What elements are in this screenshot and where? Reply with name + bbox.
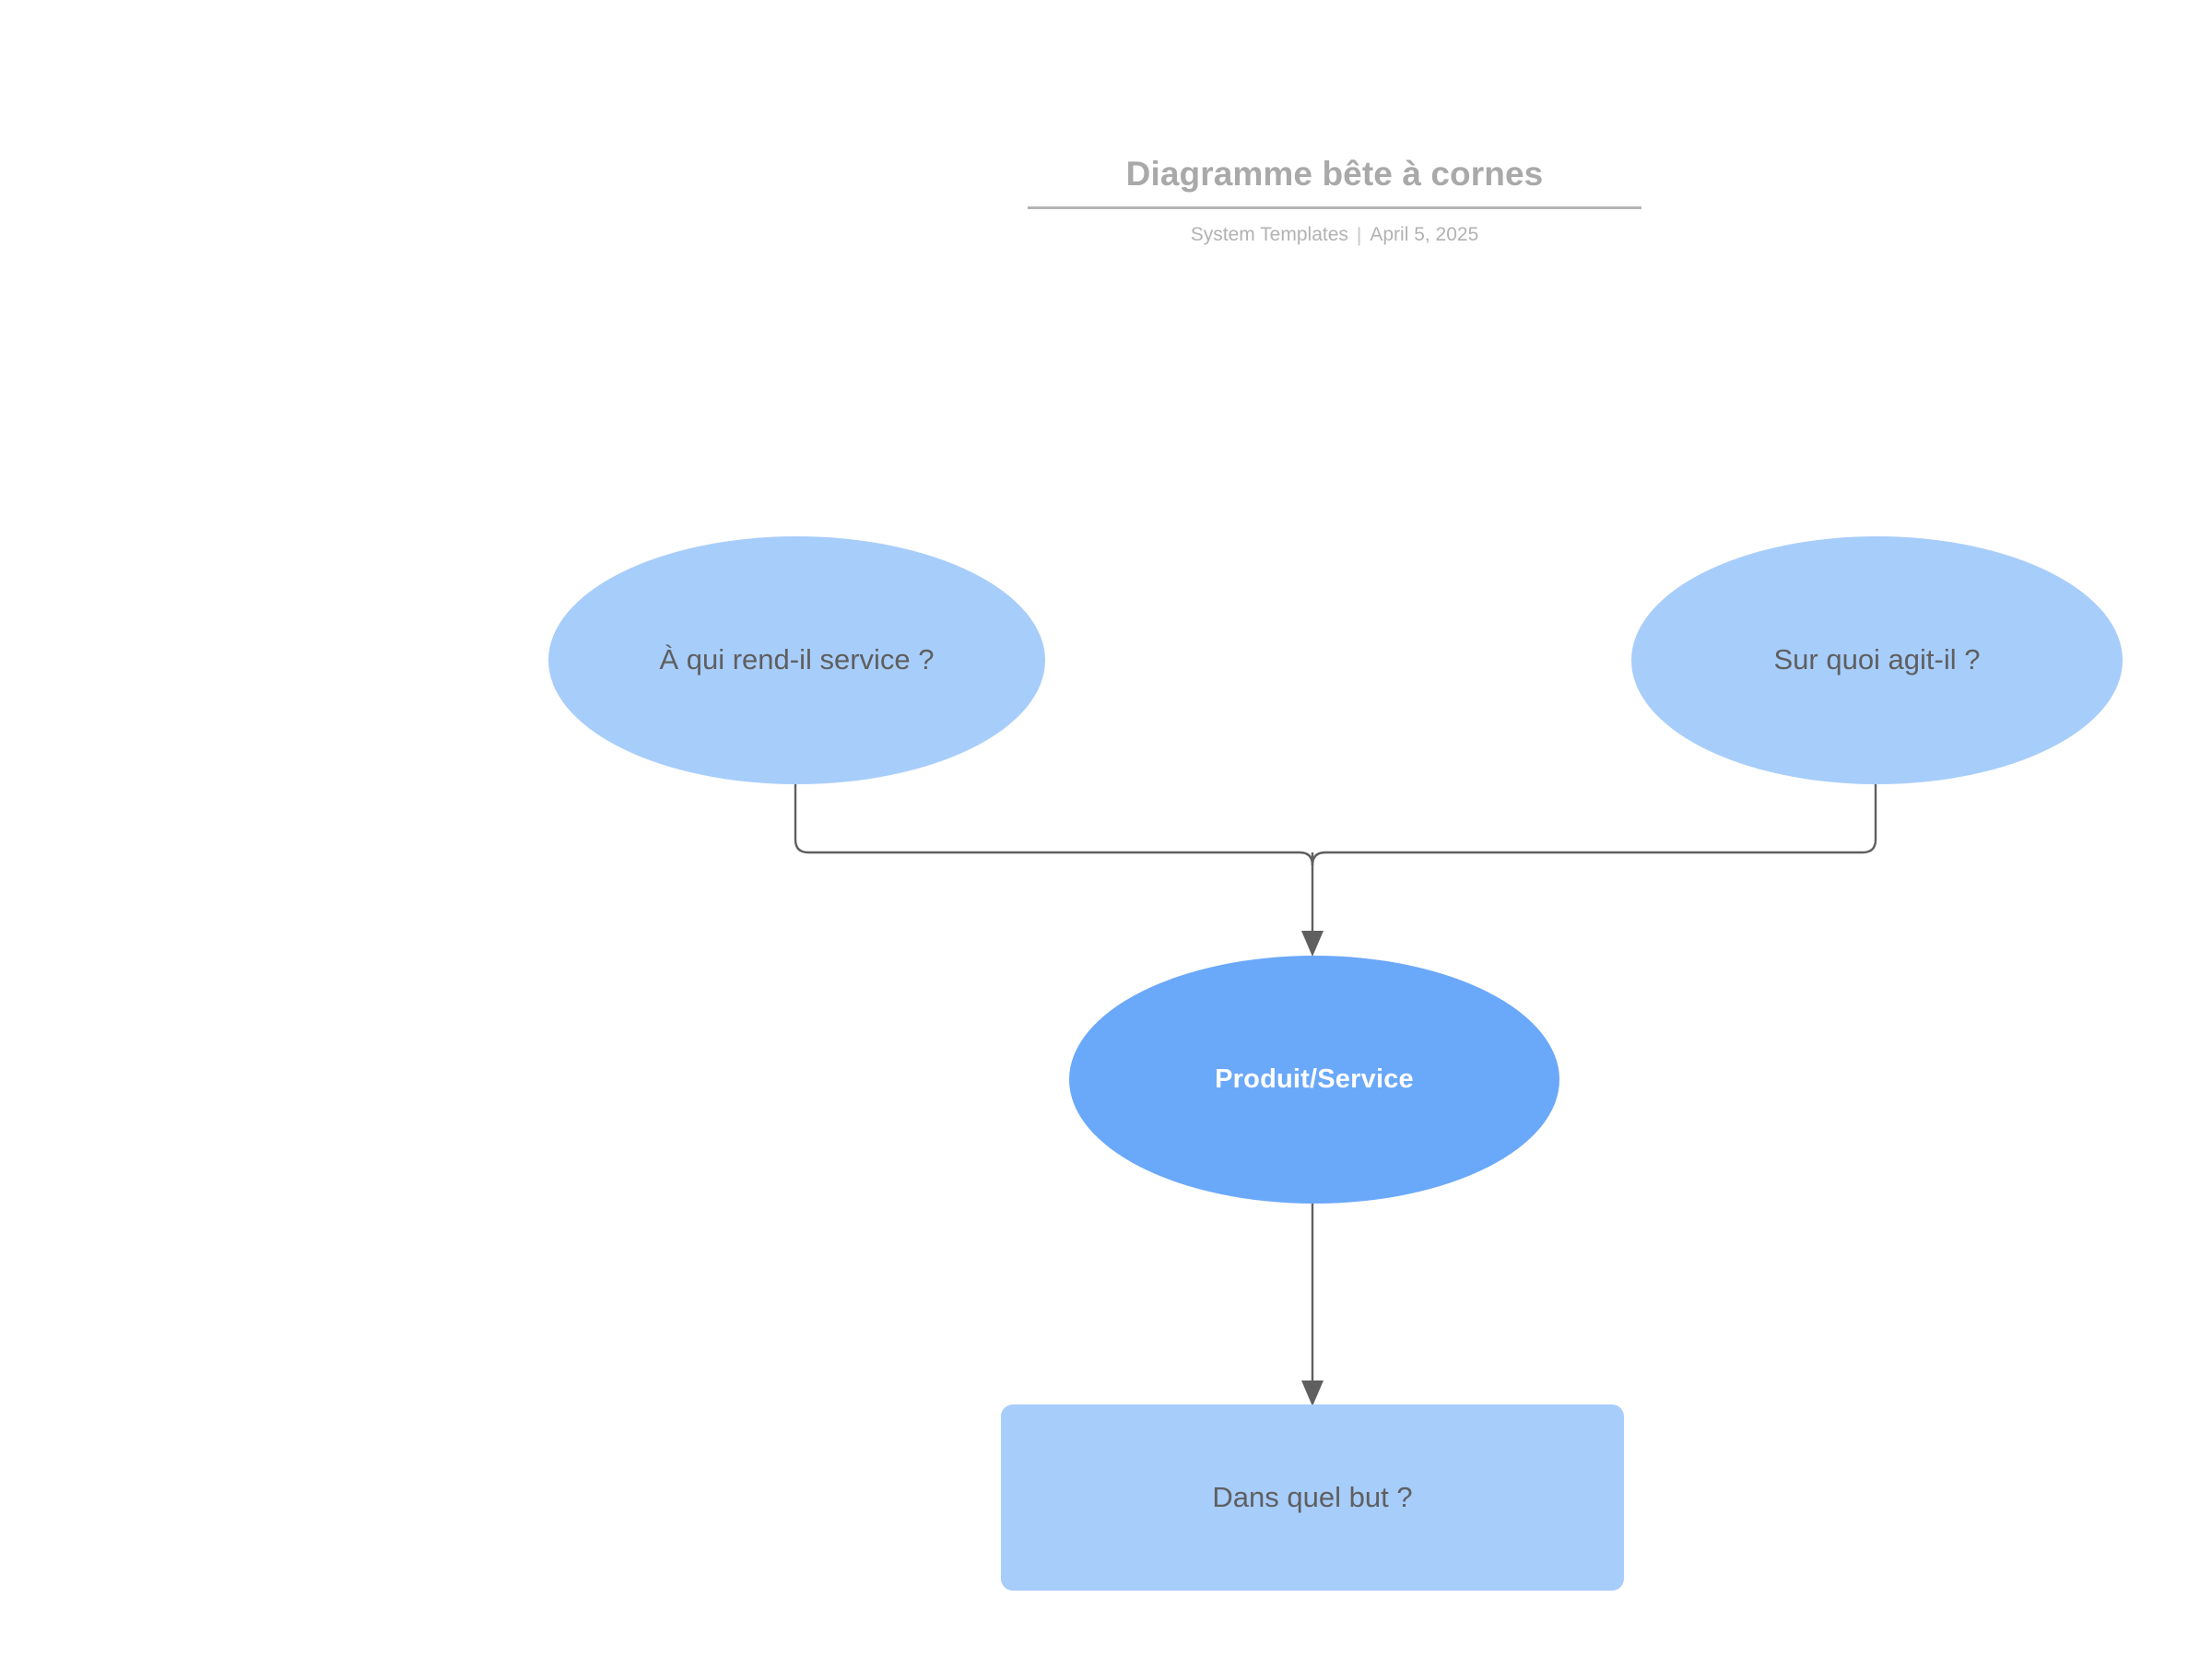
node-label: Sur quoi agit-il ? (1773, 643, 1981, 676)
edge-right-to-core (1311, 784, 1877, 866)
document-subtitle: System Templates | April 5, 2025 (1028, 221, 1641, 249)
title-divider (1028, 206, 1641, 209)
document-date: April 5, 2025 (1370, 224, 1479, 245)
node-produit-service[interactable]: Produit/Service (1069, 956, 1559, 1204)
node-label: Dans quel but ? (1212, 1480, 1413, 1513)
arrowhead-to-goal (1301, 1380, 1324, 1406)
document-author: System Templates (1190, 224, 1348, 245)
subtitle-separator: | (1356, 225, 1362, 246)
node-label: À qui rend-il service ? (659, 643, 935, 676)
page-title: Diagramme bête à cornes (1125, 155, 1544, 193)
edge-left-to-core (794, 784, 1314, 866)
node-sur-quoi-agit-il[interactable]: Sur quoi agit-il ? (1631, 536, 2123, 784)
node-a-qui-rend-il-service[interactable]: À qui rend-il service ? (548, 536, 1045, 784)
node-label: Produit/Service (1215, 1064, 1414, 1095)
node-dans-quel-but[interactable]: Dans quel but ? (1001, 1404, 1624, 1591)
arrowhead-to-core (1301, 931, 1324, 957)
